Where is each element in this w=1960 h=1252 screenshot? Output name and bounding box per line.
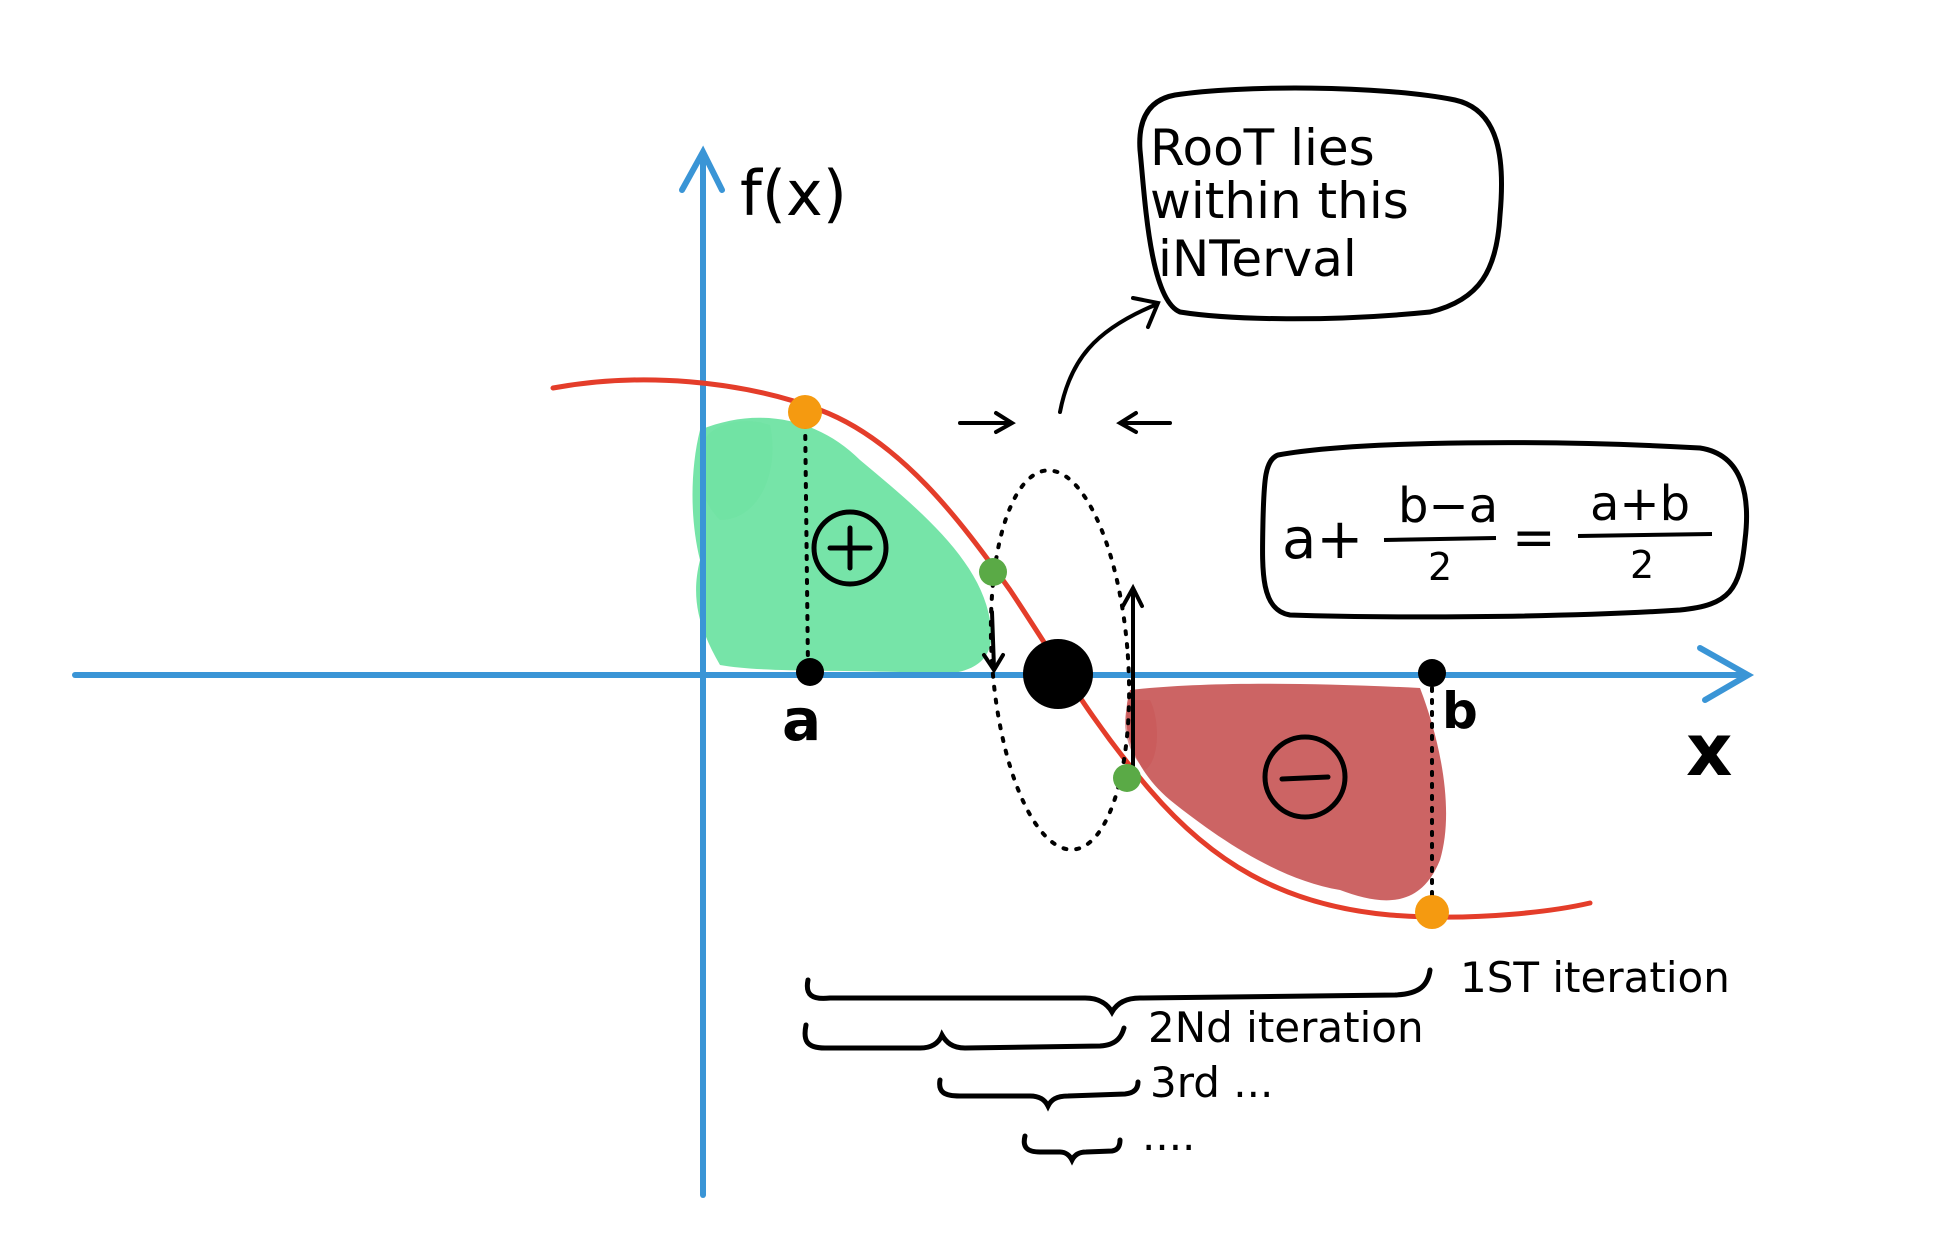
b-curve-point	[1415, 895, 1449, 929]
formula-frac2-denominator: 2	[1630, 543, 1654, 587]
formula-frac2-numerator: a+b	[1590, 476, 1690, 532]
x-axis-label: x	[1686, 708, 1732, 792]
iteration-4-label: ....	[1142, 1111, 1195, 1160]
callout-line-2: within this	[1150, 172, 1409, 230]
formula-frac2-bar	[1577, 532, 1713, 538]
iteration-1-label: 1ST iteration	[1460, 953, 1730, 1002]
up-arrow	[1121, 583, 1144, 772]
midpoint-lower	[1113, 764, 1141, 792]
minus-sign	[1262, 734, 1348, 820]
formula-frac1-bar	[1383, 536, 1497, 542]
iteration-2-label: 2Nd iteration	[1148, 1003, 1424, 1052]
plus-sign	[811, 509, 889, 587]
callout-bubble	[1137, 85, 1504, 322]
callout-pointer-arrow	[1058, 296, 1161, 414]
iteration-3-brace	[937, 1077, 1141, 1112]
callout-line-1: RooT lies	[1150, 119, 1375, 177]
root-point	[1023, 639, 1093, 709]
formula-frac1-numerator: b−a	[1398, 478, 1498, 534]
a-axis-point	[796, 658, 824, 686]
formula-lead: a+	[1282, 507, 1363, 572]
callout-line-3: iNTerval	[1158, 230, 1357, 288]
iteration-2-brace	[802, 1022, 1127, 1051]
left-pointing-arrow	[1116, 411, 1172, 434]
a-label: a	[782, 686, 821, 754]
down-arrow	[982, 610, 1005, 674]
midpoint-upper	[979, 558, 1007, 586]
y-axis-label: f(x)	[740, 157, 847, 230]
iteration-1-brace	[804, 967, 1433, 1018]
formula-box	[1260, 440, 1750, 620]
formula-equals: =	[1512, 508, 1556, 568]
x-axis	[72, 645, 1755, 703]
a-curve-point	[788, 395, 822, 429]
negative-region	[1126, 683, 1447, 901]
positive-region-blob	[699, 421, 773, 520]
iteration-3-label: 3rd ...	[1150, 1058, 1273, 1107]
iteration-4-brace	[1021, 1133, 1123, 1166]
y-axis	[679, 145, 725, 1198]
right-pointing-arrow	[958, 411, 1016, 434]
formula-frac1-denominator: 2	[1428, 545, 1452, 589]
b-label: b	[1442, 682, 1478, 740]
b-axis-point	[1418, 659, 1446, 687]
